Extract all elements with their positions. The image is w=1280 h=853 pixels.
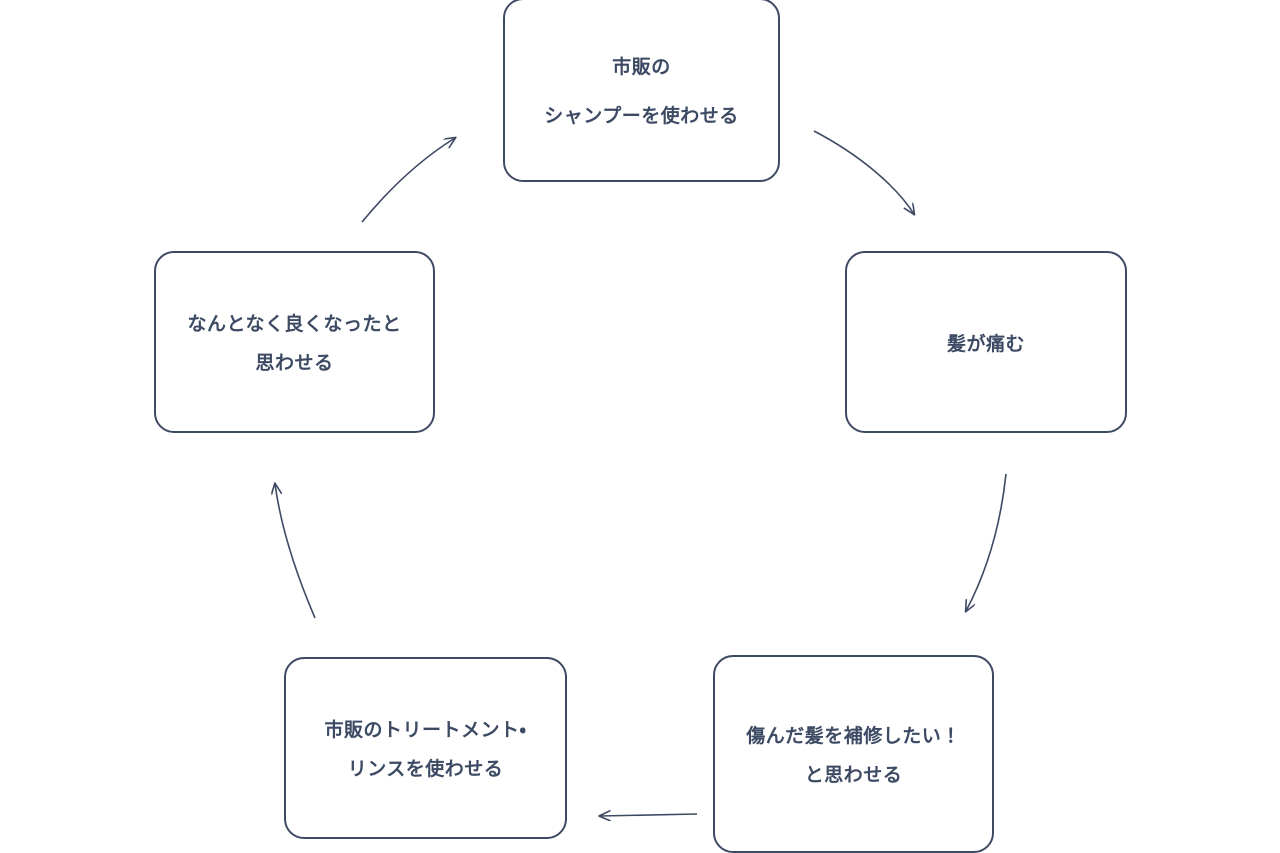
- arrow-damage-to-repair: [966, 473, 1007, 611]
- arrow-repair-to-treatment: [600, 814, 698, 816]
- arrow-shampoo-to-damage: [813, 130, 914, 214]
- node-repair-line-1: 傷んだ髪を補修したい！: [746, 726, 961, 747]
- node-treatment-line-1: 市販のトリートメント・: [324, 720, 527, 741]
- node-feelgood-line-2: 思わせる: [255, 353, 334, 374]
- node-shampoo-line-2: シャンプーを使わせる: [544, 106, 739, 127]
- node-repair[interactable]: 傷んだ髪を補修したい！ と思わせる: [713, 655, 994, 853]
- node-feelgood[interactable]: なんとなく良くなったと 思わせる: [154, 251, 435, 433]
- node-feelgood-line-1: なんとなく良くなったと: [187, 314, 402, 335]
- node-damage-line-1: 髪が痛む: [946, 333, 1025, 355]
- arrow-treatment-to-feelgood: [275, 484, 316, 619]
- node-shampoo[interactable]: 市販の シャンプーを使わせる: [503, 0, 780, 182]
- node-shampoo-line-1: 市販の: [612, 57, 671, 78]
- node-treatment[interactable]: 市販のトリートメント・ リンスを使わせる: [284, 657, 567, 839]
- node-repair-line-2: と思わせる: [804, 765, 903, 786]
- node-damage[interactable]: 髪が痛む: [845, 251, 1127, 433]
- node-treatment-line-2: リンスを使わせる: [347, 759, 504, 780]
- arrow-feelgood-to-shampoo: [361, 138, 455, 223]
